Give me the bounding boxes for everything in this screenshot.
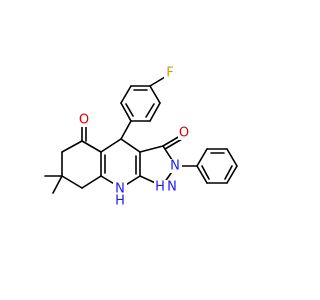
pyrazole-nh-nitrogen-label: N: [167, 180, 177, 195]
chemical-structure-diagram: F O O N H N N H: [44, 66, 238, 209]
aryl-link-bond: [120, 120, 132, 140]
carbonyl-oxygen-label: O: [179, 126, 189, 141]
phenyl-ring: [196, 148, 238, 184]
fluorophenyl-ring: [120, 85, 161, 122]
ring-nh-hydrogen-label: H: [115, 194, 125, 209]
carbonyl-bond-a: [162, 135, 181, 147]
carbonyl-bond-b: [164, 138, 183, 150]
pyrazole-nitrogen-label: N: [170, 159, 180, 174]
ring-nitrogen-label: N: [115, 182, 125, 197]
fluorine-label: F: [166, 66, 173, 81]
methyl-bond-2: [52, 175, 63, 194]
ketone-oxygen-label: O: [79, 113, 89, 128]
pyrazole-nh-hydrogen-label: H: [155, 180, 165, 195]
